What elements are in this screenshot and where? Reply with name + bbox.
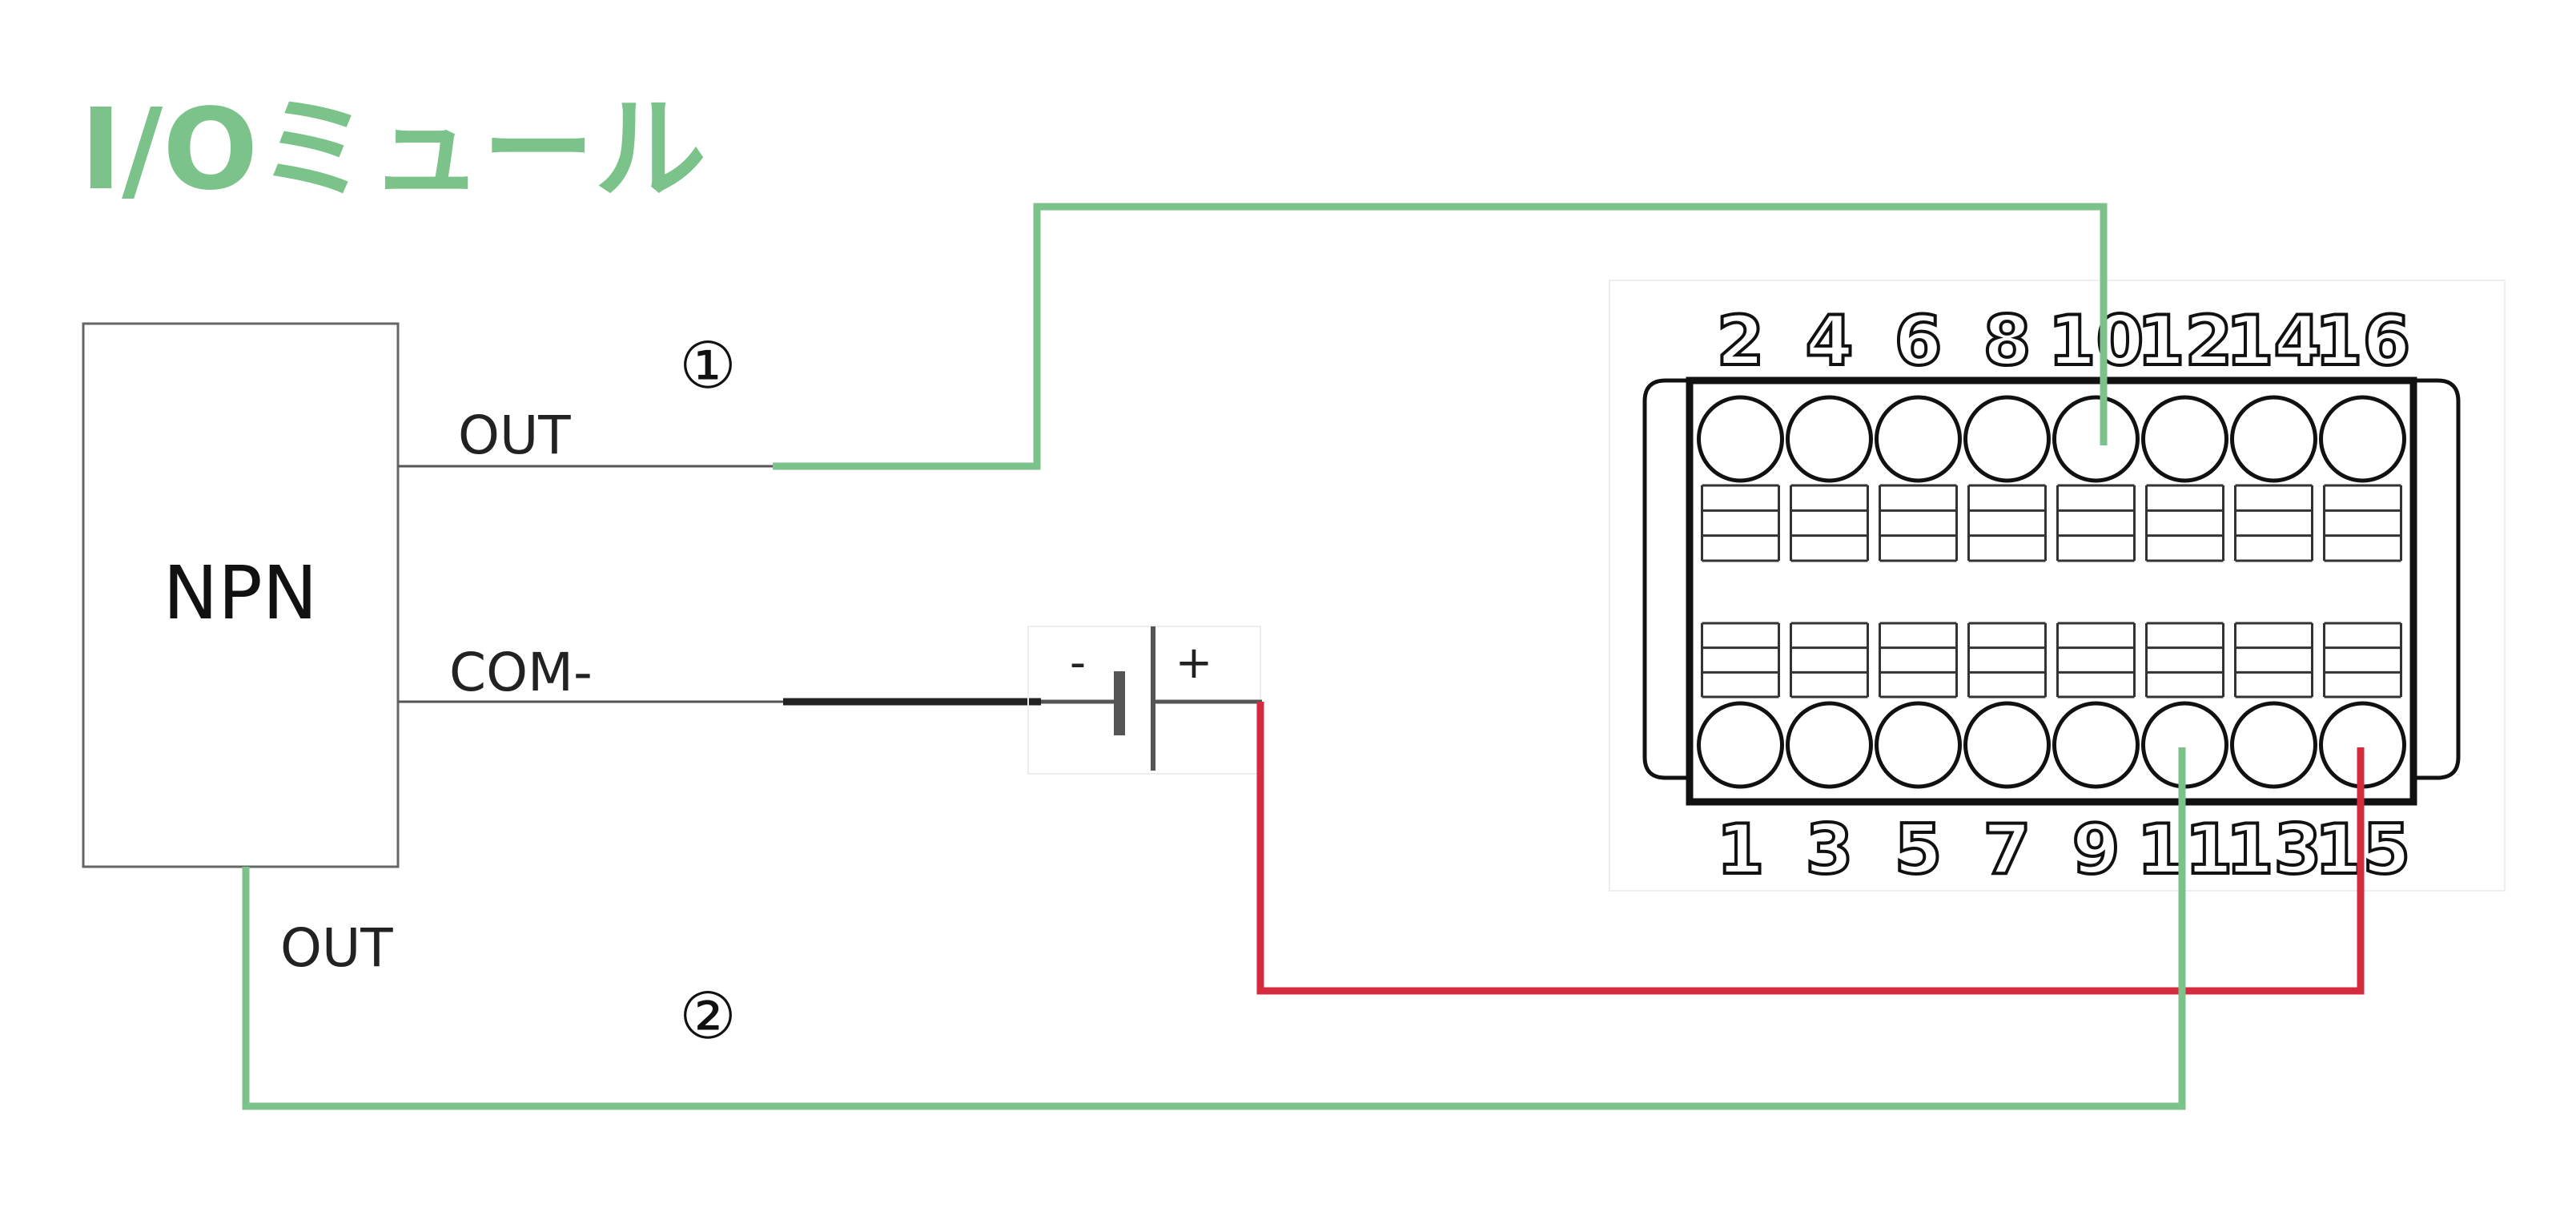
pin-number-bottom: 3 [1806,810,1854,890]
pin-number-top: 8 [1983,301,2031,381]
pin-number-bottom: 9 [2072,810,2120,890]
terminal-slot [1967,622,2047,699]
battery-plus-label: + [1175,637,1213,689]
terminal-block-body [1686,376,2417,806]
terminal-socket-top [1786,395,1873,483]
pin-number-top: 10 [2048,301,2144,381]
terminal-socket-top [2141,395,2228,483]
terminal-slot [2056,484,2136,562]
terminal-socket-bottom [1697,701,1784,789]
out-label-top: OUT [458,405,571,466]
terminal-socket-top [2319,395,2406,483]
terminal-socket-bottom [1875,701,1962,789]
diagram-title: I/Oミュール [80,85,706,215]
terminal-slot [1701,484,1780,562]
terminal-block-frame-bg [1609,280,2506,892]
terminal-slot [1790,484,1869,562]
terminal-slot [1790,622,1869,699]
terminal-socket-bottom [2230,701,2317,789]
terminal-slot [1879,484,1958,562]
terminal-slot [2145,622,2224,699]
battery-minus-label: - [1070,637,1086,689]
terminal-socket-top [2052,395,2140,483]
out-label-bottom: OUT [280,917,393,979]
npn-sensor-box [82,322,400,868]
pin-number-top: 2 [1717,301,1765,381]
marker-two: ② [679,979,737,1053]
pin-number-top: 14 [2226,301,2322,381]
terminal-slot [2145,484,2224,562]
pin-number-top: 4 [1806,301,1854,381]
marker-one: ① [679,328,737,403]
terminal-slot [1967,484,2047,562]
terminal-block-left-latch [1642,378,1690,780]
terminal-slot [1879,622,1958,699]
com-label: COM- [449,642,593,703]
terminal-slot [1701,622,1780,699]
terminal-block-right-latch [2413,378,2461,780]
terminal-slot [2234,622,2313,699]
terminal-socket-top [1697,395,1784,483]
terminal-socket-top [2230,395,2317,483]
pin-number-bottom: 13 [2226,810,2322,890]
terminal-slot [2323,484,2402,562]
pin-number-bottom: 7 [1983,810,2031,890]
terminal-socket-bottom [1786,701,1873,789]
terminal-slot [2323,622,2402,699]
pin-number-top: 16 [2315,301,2411,381]
pin-number-bottom: 1 [1717,810,1765,890]
terminal-socket-top [1875,395,1962,483]
terminal-slot [2056,622,2136,699]
pin-number-top: 12 [2137,301,2233,381]
pin-number-bottom: 5 [1895,810,1943,890]
terminal-slot [2234,484,2313,562]
npn-label: NPN [163,550,317,636]
terminal-socket-bottom [1963,701,2051,789]
terminal-socket-bottom [2052,701,2140,789]
pin-number-top: 6 [1895,301,1943,381]
terminal-socket-top [1963,395,2051,483]
